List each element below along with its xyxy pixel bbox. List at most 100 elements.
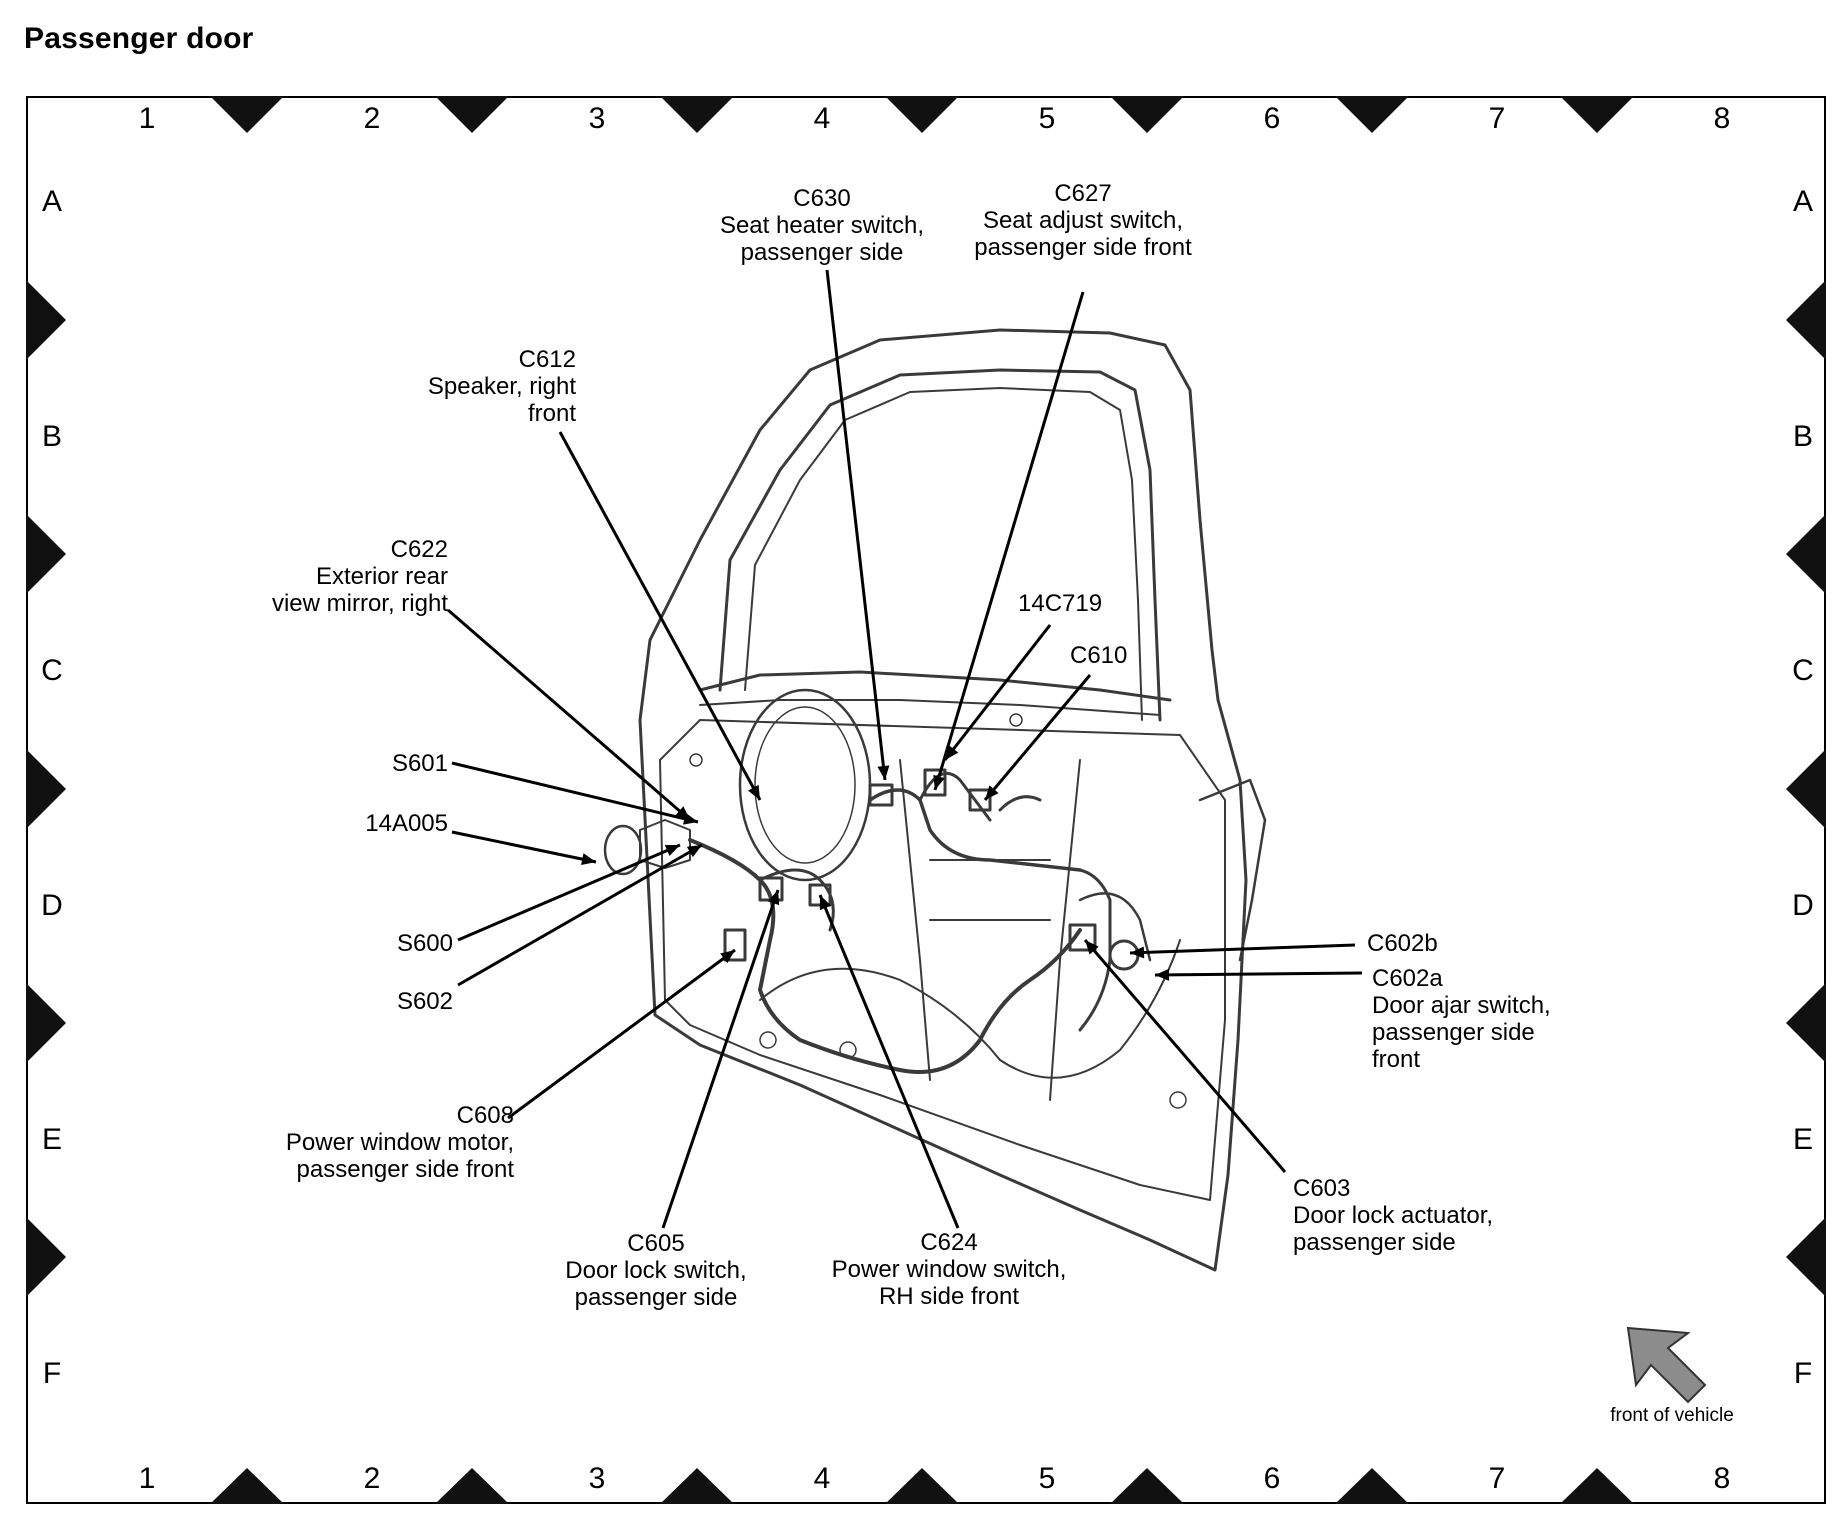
door-drawing-path xyxy=(759,1031,777,1049)
grid-marker-bottom xyxy=(435,1468,509,1504)
leader-arrowhead-c603 xyxy=(1085,940,1099,955)
leader-line-s602 xyxy=(457,843,703,987)
grid-row-label-left: D xyxy=(41,889,63,922)
leader-arrowhead-c624 xyxy=(819,895,831,911)
grid-column-label-top: 3 xyxy=(588,102,606,135)
leader-lines xyxy=(447,269,1363,1229)
connector-id: C630 xyxy=(793,185,851,212)
connector-description: Seat adjust switch, xyxy=(982,207,1184,234)
grid-column-label-top: 5 xyxy=(1038,102,1056,135)
callout-14c719: 14C719 xyxy=(1018,590,1102,617)
door-drawing-path xyxy=(659,719,1226,1201)
front-of-vehicle-label: front of vehicle xyxy=(1610,1405,1734,1426)
connector-id: C627 xyxy=(1054,180,1112,207)
connector-id: C624 xyxy=(920,1229,978,1256)
grid-marker-bottom xyxy=(1560,1468,1634,1504)
connector-description: Power window switch, xyxy=(831,1256,1067,1283)
leader-line-c602b xyxy=(1129,943,1356,955)
door-illustration xyxy=(603,328,1267,1272)
grid-column-label-top: 4 xyxy=(813,102,831,135)
door-drawing-path xyxy=(1198,778,1267,962)
connector-id: S601 xyxy=(391,750,448,777)
connector-description: Seat heater switch, xyxy=(719,212,925,239)
door-drawing-path xyxy=(839,1041,857,1059)
grid-row-label-right: A xyxy=(1792,185,1814,218)
leader-arrowhead-14a005 xyxy=(581,853,596,866)
connector-description: view mirror, right xyxy=(271,590,448,617)
door-drawing-path xyxy=(918,771,992,822)
connector-description: Door lock actuator, xyxy=(1293,1202,1494,1229)
grid-row-label-right: D xyxy=(1792,889,1814,922)
leader-line-14c719 xyxy=(943,624,1052,761)
connector-description: passenger side xyxy=(1293,1229,1456,1256)
grid-column-label-top: 6 xyxy=(1263,102,1281,135)
door-drawing-path xyxy=(968,788,992,812)
leader-line-c610 xyxy=(983,674,1092,801)
connector-id: C603 xyxy=(1293,1175,1351,1202)
leader-arrowhead-c630 xyxy=(877,765,890,780)
leader-line-c602a xyxy=(1154,971,1363,977)
connector-description: passenger side front xyxy=(296,1156,514,1183)
grid-marker-bottom xyxy=(885,1468,959,1504)
grid-marker-right xyxy=(1786,749,1826,829)
grid-marker-top xyxy=(210,96,284,133)
door-drawing-path xyxy=(868,788,1082,872)
connector-id: C608 xyxy=(456,1102,514,1129)
door-drawing-path xyxy=(1169,1091,1187,1109)
connector-id: C602a xyxy=(1372,965,1443,992)
grid-row-label-left: B xyxy=(41,420,63,453)
leader-arrowhead-c627 xyxy=(933,774,945,790)
grid-marker-top xyxy=(1560,96,1634,133)
grid-marker-top xyxy=(435,96,509,133)
callout-c610: C610 xyxy=(1070,642,1127,669)
grid-marker-top xyxy=(885,96,959,133)
grid-marker-right xyxy=(1786,514,1826,594)
connector-description: front xyxy=(527,400,576,427)
callout-14a005: 14A005 xyxy=(365,810,448,837)
grid-column-label-bottom: 6 xyxy=(1263,1462,1281,1495)
grid-column-label-top: 7 xyxy=(1488,102,1506,135)
grid-marker-top xyxy=(660,96,734,133)
leader-arrowhead-s601 xyxy=(682,812,698,825)
leader-arrowhead-c602b xyxy=(1130,946,1145,959)
door-drawing-path xyxy=(699,699,1161,716)
leader-arrowhead-s602 xyxy=(686,845,702,858)
grid-marker-left xyxy=(26,983,66,1063)
door-drawing-path xyxy=(718,368,1162,722)
connector-description: Door lock switch, xyxy=(565,1257,747,1284)
grid-column-label-bottom: 7 xyxy=(1488,1462,1506,1495)
grid-column-label-bottom: 5 xyxy=(1038,1462,1056,1495)
door-drawing-path xyxy=(744,387,1143,721)
grid-row-label-right: F xyxy=(1793,1357,1813,1390)
door-drawing-path xyxy=(759,967,1001,1061)
leader-arrowhead-14c719 xyxy=(945,745,959,760)
door-drawing-path xyxy=(689,753,703,767)
connector-description: front xyxy=(1372,1046,1421,1073)
connector-description: passenger side xyxy=(740,239,904,266)
connector-id: 14C719 xyxy=(1018,590,1103,617)
leader-line-c622 xyxy=(447,608,691,822)
grid-marker-bottom xyxy=(1335,1468,1409,1504)
grid-marker-top xyxy=(1110,96,1184,133)
connector-description: passenger side xyxy=(1372,1019,1535,1046)
door-drawing-path xyxy=(923,768,947,797)
leader-arrowhead-c612 xyxy=(748,784,760,800)
callout-s601: S601 xyxy=(392,750,448,777)
connector-id: S602 xyxy=(396,988,453,1015)
leader-arrowhead-c608 xyxy=(720,950,735,964)
grid-marker-right xyxy=(1786,983,1826,1063)
grid-marker-top xyxy=(1335,96,1409,133)
grid-row-label-left: E xyxy=(41,1123,63,1156)
leader-arrowhead-c602a xyxy=(1155,968,1170,981)
door-drawing-path xyxy=(758,868,835,932)
grid-row-label-left: C xyxy=(41,654,63,687)
grid-row-label-left: F xyxy=(42,1357,62,1390)
